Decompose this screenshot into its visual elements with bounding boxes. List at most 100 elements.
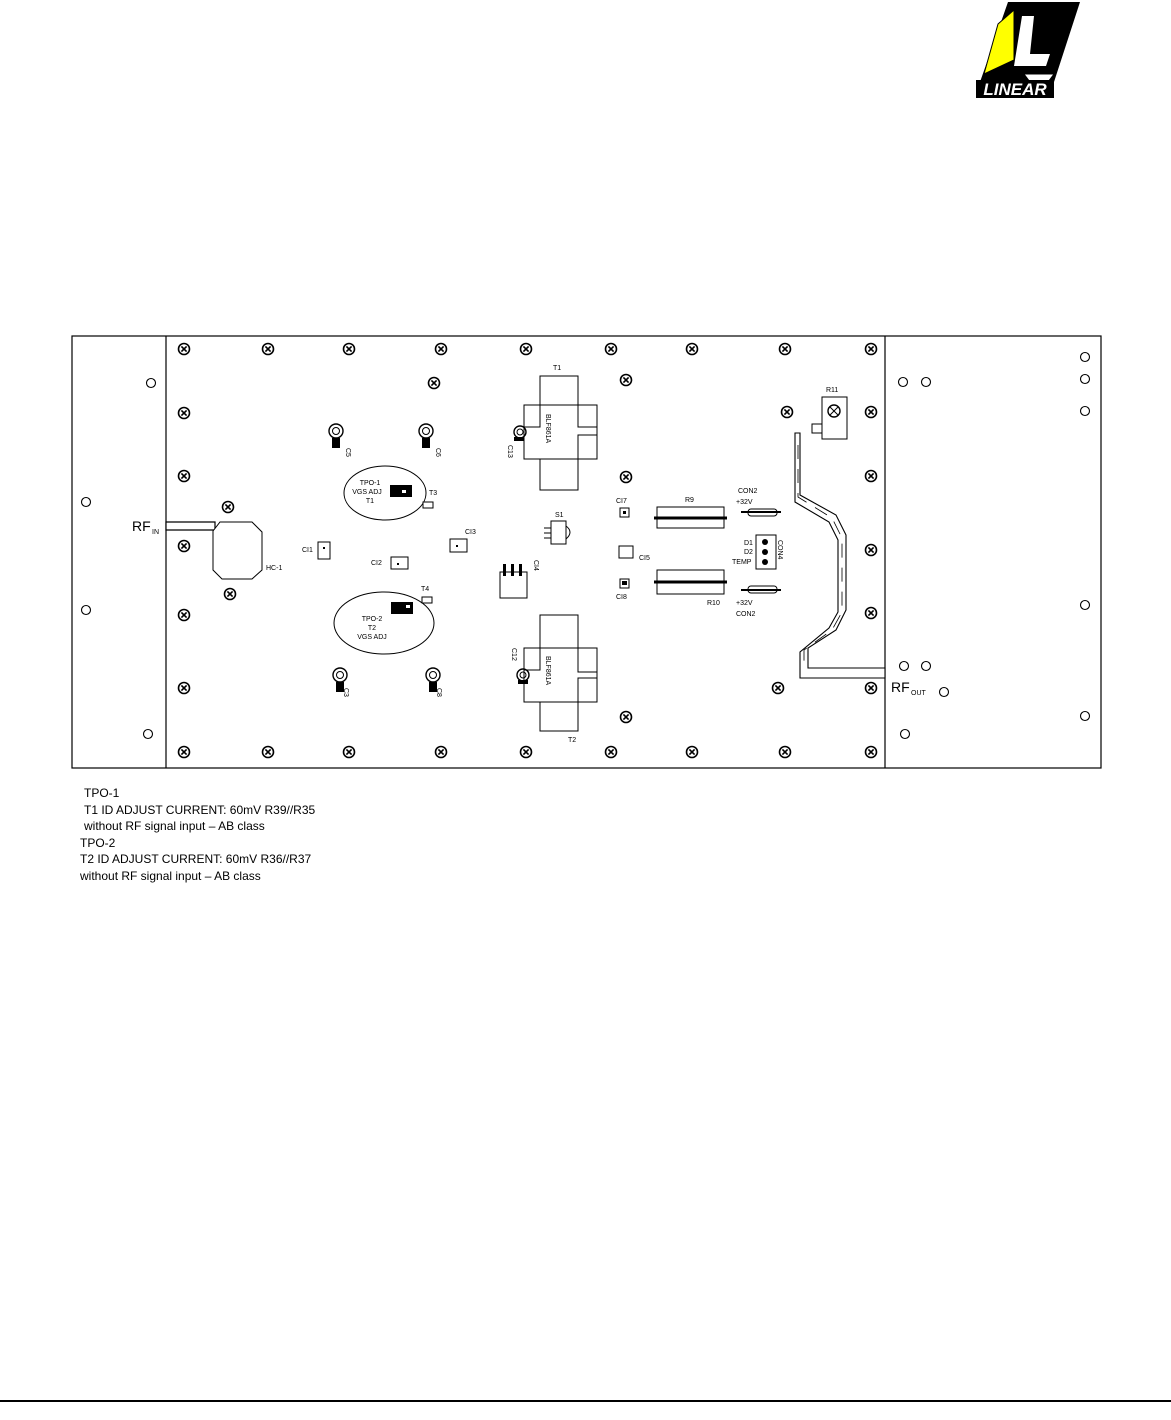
- screw-icon: [864, 342, 878, 356]
- ci2-label: CI2: [371, 560, 382, 567]
- screw-icon: [519, 342, 533, 356]
- transistor-bottom-label: BLF861A: [544, 656, 551, 686]
- rf-out-sub: OUT: [911, 690, 927, 697]
- mounting-hole: [899, 728, 911, 740]
- t4-component: [421, 596, 433, 604]
- s1-label: S1: [555, 512, 564, 519]
- screw-icon: [864, 606, 878, 620]
- t2-label: T2: [568, 737, 576, 744]
- mounting-hole: [1079, 405, 1091, 417]
- rf-output-line-dash: [797, 445, 843, 670]
- ci3-pin: [456, 545, 458, 547]
- ci1-component: [317, 541, 331, 560]
- screw-icon: [771, 681, 785, 695]
- con2-top-connector: [741, 508, 781, 517]
- t1-label: T1: [553, 365, 561, 372]
- screw-icon: [177, 342, 191, 356]
- r11-trimmer: [811, 396, 848, 440]
- screw-icon: [434, 745, 448, 759]
- screw-icon: [864, 543, 878, 557]
- note-line-2: T1 ID ADJUST CURRENT: 60mV R39//R35: [84, 802, 316, 817]
- t3-label: T3: [429, 490, 437, 497]
- transistor-top: [523, 375, 598, 491]
- c3-label: C3: [342, 688, 349, 697]
- screw-icon: [778, 745, 792, 759]
- rf-output-line: [794, 432, 886, 679]
- mounting-hole: [920, 660, 932, 672]
- logo-yellow-shape: [983, 8, 1015, 75]
- tpo1-trimmer-dot: [402, 490, 406, 493]
- board-outline: [71, 335, 1102, 769]
- screw-icon: [780, 405, 794, 419]
- screw-icon: [619, 470, 633, 484]
- screw-icon: [619, 373, 633, 387]
- ci8-label: CI8: [616, 594, 627, 601]
- c8-label: C8: [435, 688, 442, 697]
- tpo1-label-line2: VGS ADJ: [352, 489, 382, 496]
- screw-icon: [864, 405, 878, 419]
- rf-out-label: RF: [891, 679, 910, 695]
- r9-label: R9: [685, 497, 694, 504]
- screw-icon: [261, 745, 275, 759]
- c5-capacitor: [328, 423, 344, 448]
- con4-label: CON4: [776, 540, 783, 560]
- screw-icon: [864, 681, 878, 695]
- ci3-label: CI3: [465, 529, 476, 536]
- screw-icon: [177, 745, 191, 759]
- tpo1-label-line3: T1: [366, 498, 374, 505]
- con2-bottom-connector: [741, 585, 781, 594]
- screw-icon: [519, 745, 533, 759]
- screw-icon: [177, 469, 191, 483]
- tpo1-trimmer: [390, 485, 412, 497]
- t3-component: [422, 501, 434, 509]
- r11-label: R11: [826, 387, 838, 394]
- mounting-hole: [145, 377, 157, 389]
- rf-in-sub: IN: [152, 529, 159, 536]
- r10-resistor: [654, 569, 727, 595]
- adjustment-notes: TPO-1 T1 ID ADJUST CURRENT: 60mV R39//R3…: [80, 785, 315, 884]
- rf-in-line: [165, 521, 216, 531]
- ci8-pin: [622, 581, 627, 585]
- screw-icon: [864, 469, 878, 483]
- logo-text-bg: [976, 80, 1054, 98]
- ci7-label: CI7: [616, 498, 627, 505]
- note-line-1: TPO-1: [84, 786, 120, 800]
- mounting-holes-group: [80, 351, 1091, 740]
- screw-icon: [177, 608, 191, 622]
- linear-logo: LINEAR: [976, 2, 1080, 99]
- screw-icon: [778, 342, 792, 356]
- c8-capacitor: [425, 667, 441, 692]
- tpo1-label-line1: TPO-1: [360, 480, 381, 487]
- note-line-6: without RF signal input – AB class: [80, 868, 261, 883]
- d1-label: D1: [744, 540, 753, 547]
- con2-bottom-label: CON2: [736, 611, 756, 618]
- hc1-coupler: [212, 521, 263, 580]
- ci1-label: CI1: [302, 547, 313, 554]
- ci7-pin: [623, 511, 626, 514]
- footer-rule: [0, 1400, 1171, 1402]
- screw-icon: [261, 342, 275, 356]
- mounting-hole: [1079, 373, 1091, 385]
- c5-label: C5: [344, 448, 351, 457]
- s1-component: [544, 520, 571, 545]
- r9-resistor: [654, 506, 727, 529]
- r10-label: R10: [707, 600, 720, 607]
- screw-icon: [434, 342, 448, 356]
- logo-l-shape: [1014, 16, 1050, 66]
- mounting-hole: [897, 376, 909, 388]
- mounting-hole: [1079, 599, 1091, 611]
- mounting-hole: [1079, 710, 1091, 722]
- tpo2-trimmer-dot: [406, 605, 410, 608]
- screw-icon: [604, 342, 618, 356]
- mounting-hole: [1079, 351, 1091, 363]
- t4-label: T4: [421, 586, 429, 593]
- screw-icon: [177, 539, 191, 553]
- logo-text: LINEAR: [983, 80, 1047, 99]
- screw-icon: [177, 406, 191, 420]
- c13-capacitor: [513, 425, 527, 441]
- d2-label: D2: [744, 549, 753, 556]
- c6-capacitor: [418, 423, 434, 448]
- ci4-label: CI4: [532, 560, 539, 571]
- con4-connector: [755, 534, 777, 570]
- screw-icon: [427, 376, 441, 390]
